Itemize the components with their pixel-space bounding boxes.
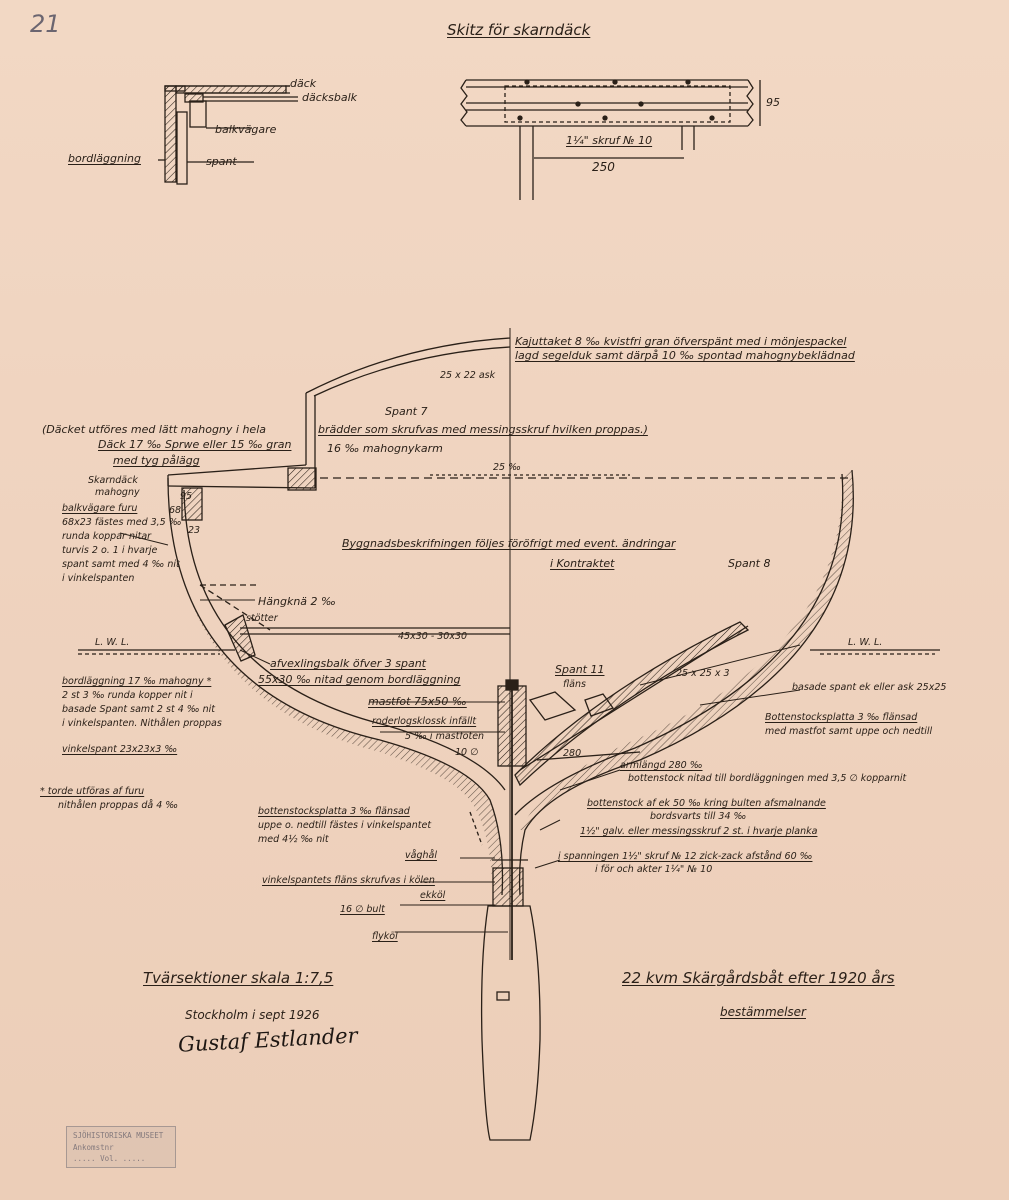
note-vaghal: våghål xyxy=(405,850,437,861)
note-coaming: 16 ‰ mahognykarm xyxy=(327,442,443,455)
stamp-line-2: Ankomstnr xyxy=(73,1143,114,1152)
label-beam-shelf: balkvägare xyxy=(215,123,277,136)
hull-section-right xyxy=(514,469,854,896)
note-screw-1: i spanningen 1½" skruf № 12 zick-zack af… xyxy=(558,851,813,862)
sketch-title: Skitz för skarndäck xyxy=(447,21,591,39)
label-deck: däck xyxy=(290,77,317,90)
note-flange-bolt: vinkelspantets fläns skrufvas i kölen xyxy=(262,875,435,886)
note-strut-dim: 45x30 - 30x30 xyxy=(398,631,468,642)
label-height-95: 95 xyxy=(766,96,780,109)
dim-23: 23 xyxy=(188,525,201,536)
note-shelf-4: turvis 2 o. 1 i hvarje xyxy=(62,545,158,556)
note-spec-2: i Kontraktet xyxy=(550,557,615,570)
boat-rules: bestämmelser xyxy=(720,1005,806,1019)
note-oak-keel: ekköl xyxy=(420,890,446,901)
place-date: Stockholm i sept 1926 xyxy=(185,1008,320,1022)
note-deck-1: (Däcket utföres med lätt mahogny i hela xyxy=(42,423,266,436)
label-frame-8: Spant 8 xyxy=(728,557,771,570)
note-planking-3: basade Spant samt 2 st 4 ‰ nit xyxy=(62,704,215,715)
note-mast-step: mastfot 75x50 ‰ xyxy=(368,695,467,708)
dim-68: 68 xyxy=(169,505,182,516)
note-shelf-1: balkvägare furu xyxy=(62,503,138,514)
note-galv-screw: 1½" galv. eller messingsskruf 2 st. i hv… xyxy=(580,826,818,837)
label-frame: spant xyxy=(206,155,237,168)
label-planking: bordläggning xyxy=(68,152,141,165)
note-trans-beam-1: afvexlingsbalk öfver 3 spant xyxy=(270,657,426,670)
hull-section-left xyxy=(167,477,510,896)
note-shelf-2: 68x23 fästes med 3,5 ‰ xyxy=(62,517,182,528)
note-floor-plate-l3: med 4½ ‰ nit xyxy=(258,834,329,845)
label-screw-10: 1¼" skruf № 10 xyxy=(566,134,653,147)
note-planking-4: i vinkelspanten. Nithålen proppas xyxy=(62,718,222,729)
note-deck-2: brädder som skrufvas med messingsskruf h… xyxy=(318,423,648,436)
label-frame-11: Spant 11 xyxy=(555,663,605,676)
note-planking-2: 2 st 3 ‰ runda kopper nit i xyxy=(62,690,193,701)
note-angle-frame: vinkelspant 23x23x3 ‰ xyxy=(62,744,178,755)
note-arm-length: armlängd 280 ‰ xyxy=(620,760,703,771)
label-lwl-right: L. W. L. xyxy=(848,637,883,648)
note-bolt: 16 ∅ bult xyxy=(340,904,385,915)
note-rudder-1: roderlogsklossk infällt xyxy=(372,716,477,727)
note-planking-1: bordläggning 17 ‰ mahogny * xyxy=(62,676,212,687)
scale-caption: Tvärsektioner skala 1:7,5 xyxy=(143,969,334,987)
keel-section xyxy=(480,679,541,1141)
note-screw-2: i för och akter 1¼" № 10 xyxy=(595,864,713,875)
note-floor-plate-r2: med mastfot samt uppe och nedtill xyxy=(765,726,933,737)
cabin-section xyxy=(167,337,850,491)
note-shelf-3: runda koppar nitar xyxy=(62,531,152,542)
label-frame-7: Spant 7 xyxy=(385,405,428,418)
note-deck-4: med tyg pålägg xyxy=(113,454,200,467)
dim-280: 280 xyxy=(563,748,582,759)
leader-lines xyxy=(119,532,801,933)
note-oak-floor-2: bordsvarts till 34 ‰ xyxy=(650,811,747,822)
dim-25: 25 ‰ xyxy=(493,462,521,473)
plank-screw-detail xyxy=(460,79,761,200)
note-rudder-2: 5 ‰ i mastfoten xyxy=(405,731,485,742)
note-shelf-5: spant samt med 4 ‰ nit xyxy=(62,559,180,570)
note-cabin-roof-1: Kajuttaket 8 ‰ kvistfri gran öfverspänt … xyxy=(515,335,847,348)
note-skarn-2: mahogny xyxy=(95,487,140,498)
stamp-line-3: ..... Vol. ..... xyxy=(73,1154,146,1163)
note-deck-3: Däck 17 ‰ Sprwe eller 15 ‰ gran xyxy=(98,438,292,451)
note-spec-1: Byggnadsbeskrifningen följes föröfrigt m… xyxy=(342,537,676,550)
note-frame-dim: 25 x 25 x 3 xyxy=(676,668,730,679)
note-floor-plate-l2: uppe o. nedtill fästes i vinkelspantet xyxy=(258,820,432,831)
note-trans-beam-2: 55x30 ‰ nitad genom bordläggning xyxy=(258,673,461,686)
note-floor-plate-r1: Bottenstocksplatta 3 ‰ flänsad xyxy=(765,712,918,723)
note-pine-1: * torde utföras af furu xyxy=(40,786,145,797)
note-cabin-roof-2: lagd segelduk samt därpå 10 ‰ spontad ma… xyxy=(515,349,855,362)
archive-stamp: SJÖHISTORISKA MUSEET Ankomstnr ..... Vol… xyxy=(66,1126,176,1168)
note-floor-plate-l1: bottenstocksplatta 3 ‰ flänsad xyxy=(258,806,410,817)
boat-title: 22 kvm Skärgårdsbåt efter 1920 års xyxy=(622,969,895,987)
note-pine-2: nithålen proppas då 4 ‰ xyxy=(58,800,179,811)
note-skarn-1: Skarndäck xyxy=(88,475,138,486)
note-knee: Hängknä 2 ‰ xyxy=(258,595,336,608)
stamp-line-1: SJÖHISTORISKA MUSEET xyxy=(73,1131,164,1140)
note-oak-floor-1: bottenstock af ek 50 ‰ kring bulten afsm… xyxy=(587,798,826,809)
note-shelf-6: i vinkelspanten xyxy=(62,573,135,584)
label-deck-beam: däcksbalk xyxy=(302,91,358,104)
note-floor-rivet: bottenstock nitad till bordläggningen me… xyxy=(628,773,907,784)
note-fin-keel: flyköl xyxy=(372,931,398,942)
note-strut: stötter xyxy=(246,613,278,624)
label-spacing-250: 250 xyxy=(592,160,615,174)
dim-95: 95 xyxy=(180,491,193,502)
sheet-number: 21 xyxy=(30,10,61,38)
label-lwl-left: L. W. L. xyxy=(95,637,130,648)
note-ash-beam: 25 x 22 ask xyxy=(440,370,496,381)
note-bent-frame: basade spant ek eller ask 25x25 xyxy=(792,682,947,693)
deck-edge-detail xyxy=(158,85,298,185)
label-flange: fläns xyxy=(563,679,586,690)
note-10-dia: 10 ∅ xyxy=(455,747,479,758)
